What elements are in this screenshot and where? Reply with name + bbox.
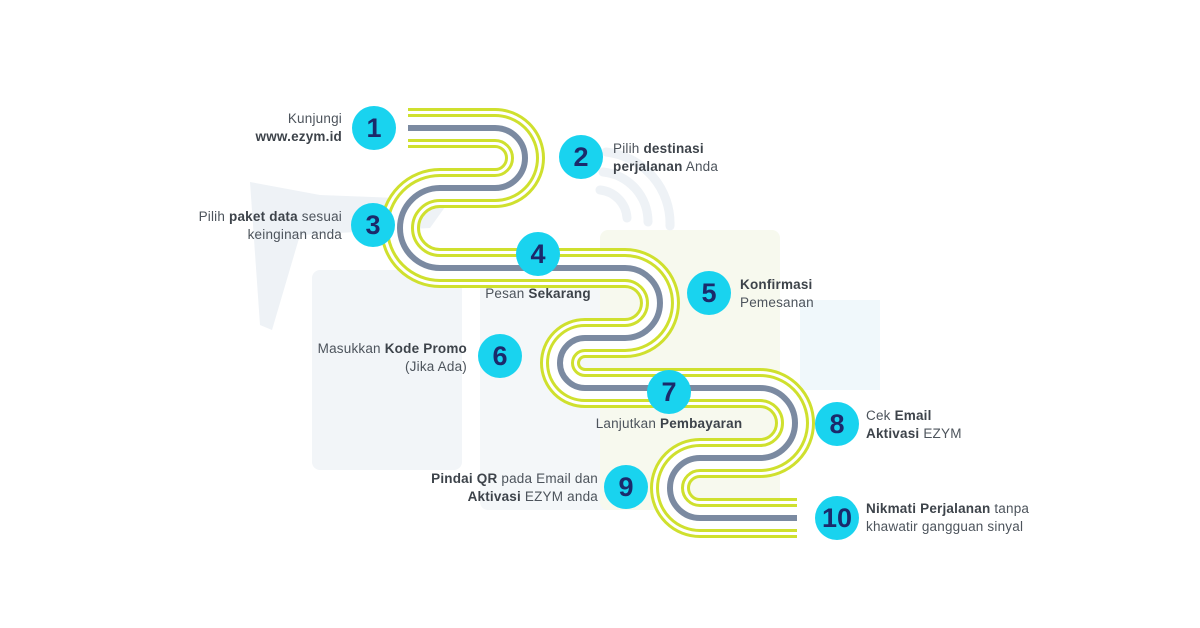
label-text: khawatir gangguan sinyal	[866, 519, 1024, 534]
step-6-label-line: Masukkan Kode Promo	[318, 340, 467, 358]
label-text: Pilih	[198, 209, 230, 224]
step-2-label-line: perjalanan Anda	[613, 158, 718, 176]
step-1-number: 1	[352, 106, 396, 150]
step-10-number: 10	[815, 496, 859, 540]
step-4-label: Pesan Sekarang	[438, 285, 638, 303]
label-bold-text: Pindai QR	[431, 471, 498, 486]
label-text: Masukkan	[317, 341, 385, 356]
step-9-number: 9	[604, 465, 648, 509]
step-9-label-line: Aktivasi EZYM anda	[431, 488, 598, 506]
label-text: tanpa	[990, 501, 1030, 516]
label-text: Lanjutkan	[595, 416, 660, 431]
step-2-label-line: Pilih destinasi	[613, 140, 718, 158]
step-6-label: Masukkan Kode Promo(Jika Ada)	[318, 340, 467, 376]
label-bold-text: perjalanan	[613, 159, 683, 174]
label-bold-text: Email	[894, 408, 932, 423]
label-bold-text: paket data	[229, 209, 298, 224]
label-text: Pemesanan	[740, 295, 814, 310]
label-bold-text: Aktivasi	[467, 489, 521, 504]
label-text: pada Email dan	[497, 471, 598, 486]
step-3-label-line: keinginan anda	[199, 226, 342, 244]
label-text: Kunjungi	[287, 111, 342, 126]
step-3-label-line: Pilih paket data sesuai	[199, 208, 342, 226]
label-bold-text: Sekarang	[528, 286, 591, 301]
label-text: Cek	[866, 408, 895, 423]
step-7-number: 7	[647, 370, 691, 414]
step-8-label-line: Aktivasi EZYM	[866, 425, 962, 443]
label-bold-text: destinasi	[643, 141, 704, 156]
step-4-label-line: Pesan Sekarang	[438, 285, 638, 303]
step-3-number: 3	[351, 203, 395, 247]
label-text: EZYM	[919, 426, 962, 441]
step-2-number: 2	[559, 135, 603, 179]
watermark-m-shape	[800, 300, 880, 390]
label-bold-text: Pembayaran	[660, 416, 743, 431]
step-10-label-line: Nikmati Perjalanan tanpa	[866, 500, 1029, 518]
step-5-number: 5	[687, 271, 731, 315]
step-8-number: 8	[815, 402, 859, 446]
label-text: Pesan	[485, 286, 529, 301]
label-text: EZYM anda	[520, 489, 598, 504]
step-9-label-line: Pindai QR pada Email dan	[431, 470, 598, 488]
step-7-label: Lanjutkan Pembayaran	[569, 415, 769, 433]
step-1-label: Kunjungi www.ezym.id	[256, 110, 342, 146]
road-center-line	[397, 125, 798, 521]
label-text: Anda	[682, 159, 719, 174]
step-5-label-line: Konfirmasi	[740, 276, 814, 294]
wifi-signal-icon	[595, 147, 675, 231]
label-bold-text: Kode Promo	[384, 341, 467, 356]
label-text: Pilih	[613, 141, 644, 156]
step-1-label-line: www.ezym.id	[256, 128, 342, 146]
watermark-block-1	[312, 270, 462, 470]
label-bold-text: www.ezym.id	[255, 129, 342, 144]
label-bold-text: Nikmati Perjalanan	[866, 501, 991, 516]
step-5-label-line: Pemesanan	[740, 294, 814, 312]
label-bold-text: Konfirmasi	[740, 277, 813, 292]
label-bold-text: Aktivasi	[866, 426, 920, 441]
step-6-label-line: (Jika Ada)	[318, 358, 467, 376]
label-text: keinginan anda	[247, 227, 342, 242]
step-7-label-line: Lanjutkan Pembayaran	[569, 415, 769, 433]
step-8-label-line: Cek Email	[866, 407, 962, 425]
step-1-label-line: Kunjungi	[256, 110, 342, 128]
label-text: (Jika Ada)	[404, 359, 467, 374]
step-6-number: 6	[478, 334, 522, 378]
step-4-number: 4	[516, 232, 560, 276]
label-text: sesuai	[297, 209, 342, 224]
step-10-label-line: khawatir gangguan sinyal	[866, 518, 1029, 536]
